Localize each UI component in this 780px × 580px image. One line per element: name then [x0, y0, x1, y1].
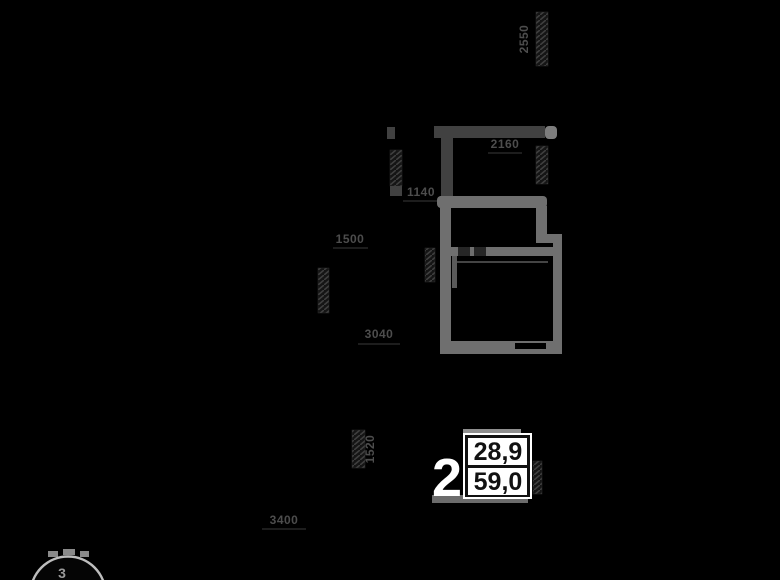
window-hatch-entry — [389, 149, 403, 187]
apartment-badge[interactable]: 2 28,9 59,0 — [432, 429, 532, 508]
page-indicator[interactable]: 3 — [31, 549, 106, 580]
dimension-label-bottom: 3400 — [270, 513, 299, 527]
room-count: 2 — [432, 448, 462, 508]
unit-wall-inner — [447, 247, 556, 256]
wall-connector-vertical — [441, 138, 453, 198]
window-hatch-right — [535, 145, 549, 185]
highlighted-unit[interactable] — [424, 196, 562, 354]
wall-top — [434, 126, 545, 138]
window-hatch-top-right — [535, 11, 549, 67]
unit-wall-right — [553, 236, 562, 354]
wall-top-cap-left — [387, 127, 395, 139]
door-mark-2 — [474, 247, 486, 256]
total-area-value: 59,0 — [474, 468, 523, 496]
living-area-cell — [468, 438, 527, 465]
page-ring-tick-2 — [63, 549, 75, 555]
unit-wall-top — [437, 196, 547, 208]
wall-top-cap-right — [545, 126, 557, 139]
dimension-label-vert-mid: 1520 — [363, 435, 377, 464]
unit-door-notch — [515, 343, 546, 349]
window-hatch-unit-left — [424, 247, 436, 283]
dimension-label-top: 2160 — [491, 137, 520, 151]
total-area-cell — [468, 468, 527, 495]
dimension-label-left-lower: 3040 — [365, 327, 394, 341]
page-ring-tick-1 — [48, 551, 58, 557]
page-ring-tick-3 — [80, 551, 89, 557]
door-mark-1 — [458, 247, 470, 256]
unit-wall-left — [440, 196, 451, 354]
dimension-label-vert-right: 2550 — [517, 25, 531, 54]
building-structure: 2550 2160 1140 1500 3040 1520 3400 — [262, 11, 557, 530]
living-area-value: 28,9 — [474, 438, 523, 466]
unit-wall-shaft — [536, 206, 547, 238]
window-hatch-lower — [351, 429, 366, 469]
unit-partition — [452, 256, 457, 288]
unit-wall-elbow — [536, 234, 562, 243]
window-hatch-left — [317, 267, 330, 314]
wall-stub-entry — [390, 186, 402, 196]
page-number: 3 — [58, 565, 66, 580]
badge-bar-top — [463, 429, 521, 436]
page-indicator-ring — [31, 555, 105, 580]
dimension-label-entry: 1140 — [407, 185, 435, 199]
dimension-label-left-upper: 1500 — [336, 232, 365, 246]
window-hatch-badge-right — [532, 460, 543, 495]
